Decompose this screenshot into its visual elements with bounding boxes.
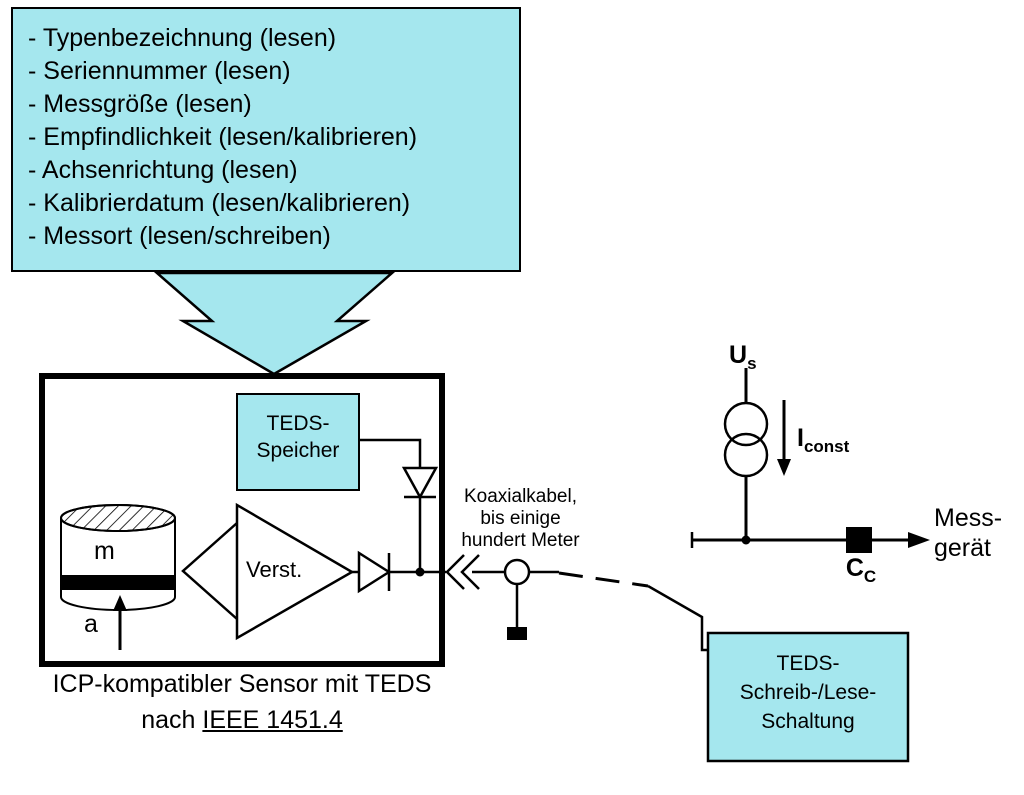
current-arrow-icon: [777, 400, 791, 476]
list-item: - Empfindlichkeit (lesen/kalibrieren): [28, 123, 418, 151]
teds-circuit-line2: Schreib-/Lese-: [739, 681, 877, 704]
teds-circuit-line1: TEDS-: [776, 652, 840, 675]
coax-label-line3: hundert Meter: [461, 530, 580, 551]
teds-memory-box: [236, 393, 360, 491]
current-source-symbol: [723, 368, 769, 540]
teds-fields-list: - Typenbezeichnung (lesen) - Seriennumme…: [28, 22, 417, 253]
mass-label: m: [94, 537, 115, 565]
amplifier-label: Verst.: [246, 557, 303, 582]
diode-right-icon: [352, 550, 446, 594]
sensor-input-wires: [181, 522, 238, 620]
capacitor-label: CC: [843, 554, 879, 587]
list-item: - Messort (lesen/schreiben): [28, 222, 331, 250]
capacitor-sub: C: [863, 567, 877, 586]
seismic-mass-symbol: [60, 504, 176, 611]
sensor-caption-standard: nach IEEE 1451.4: [42, 706, 442, 735]
voltage-base: U: [729, 341, 748, 369]
list-item: - Messgröße (lesen): [28, 90, 252, 118]
list-item: - Kalibrierdatum (lesen/kalibrieren): [28, 189, 411, 217]
coax-label-line2: bis einige: [480, 508, 561, 529]
constant-current-label: Iconst: [797, 424, 849, 457]
current-sub: const: [803, 437, 850, 456]
teds-memory-line2: Speicher: [256, 439, 340, 462]
supply-voltage-label: Us: [729, 341, 757, 374]
list-item: - Typenbezeichnung (lesen): [28, 24, 337, 52]
teds-circuit-label: TEDS- Schreib-/Lese- Schaltung: [708, 649, 908, 736]
acceleration-label: a: [84, 610, 98, 638]
list-item: - Seriennummer (lesen): [28, 57, 291, 85]
teds-circuit-box: [706, 631, 910, 763]
down-arrow-icon: [153, 271, 396, 376]
current-base: I: [797, 424, 804, 452]
teds-memory-line1: TEDS-: [266, 412, 330, 435]
coax-connector-icon: [445, 554, 505, 590]
device-line1: Mess-: [934, 504, 1003, 532]
list-item: - Achsenrichtung (lesen): [28, 156, 298, 184]
voltage-sub: s: [747, 354, 757, 373]
teds-circuit-line3: Schaltung: [761, 710, 855, 733]
coax-label-line1: Koaxialkabel,: [463, 486, 578, 507]
diode-down-icon: [401, 466, 439, 500]
ground-symbol: [503, 558, 531, 640]
coax-cable-wire: [529, 570, 708, 652]
coupling-capacitor-symbol: [846, 527, 872, 553]
amplifier-symbol: [235, 502, 355, 641]
ieee-standard-label: IEEE 1451.4: [202, 706, 343, 734]
teds-memory-label: TEDS- Speicher: [237, 410, 359, 464]
signal-rail: [690, 532, 930, 548]
coax-cable-label: Koaxialkabel, bis einige hundert Meter: [448, 486, 593, 552]
teds-memory-wire: [359, 438, 422, 572]
capacitor-base: C: [845, 554, 864, 582]
device-line2: gerät: [934, 534, 991, 562]
measuring-device-label: Mess- gerät: [934, 503, 1002, 563]
teds-list-box: [11, 7, 521, 272]
acceleration-arrow-icon: [113, 595, 127, 650]
sensor-caption: ICP-kompatibler Sensor mit TEDS: [52, 670, 432, 698]
caption-prefix: nach: [141, 706, 203, 734]
